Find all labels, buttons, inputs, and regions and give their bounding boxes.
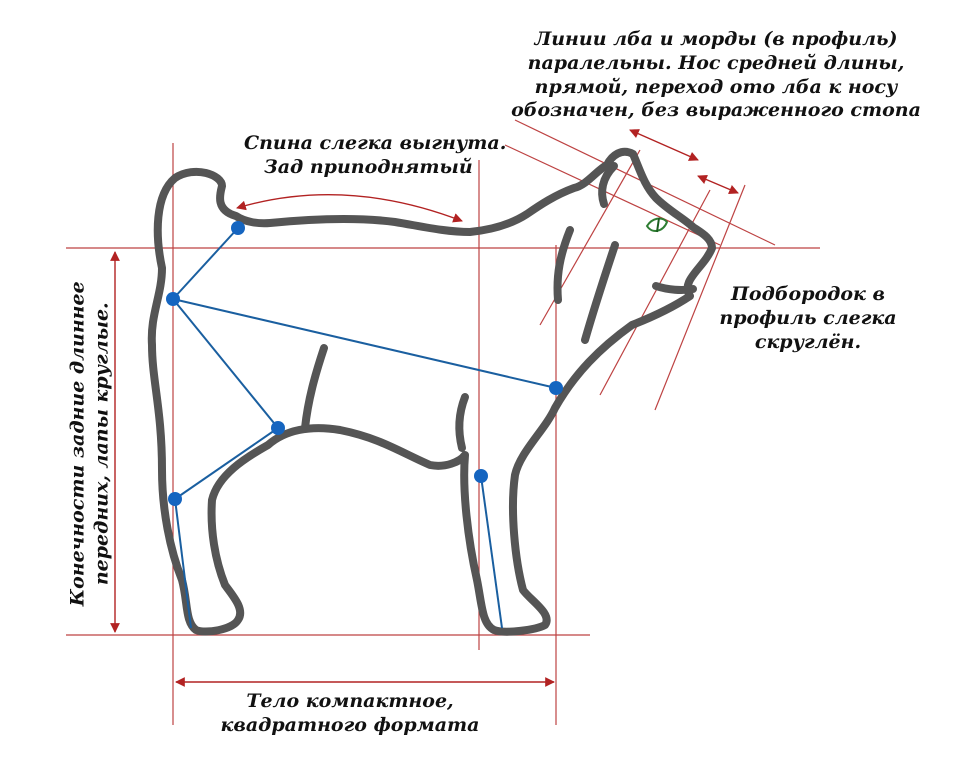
joint-hock [168,492,182,506]
measurement-arrows [110,129,739,687]
limbs-line-2: передних, лапы круглые. [90,302,112,586]
cat-ear-inner [598,162,618,208]
chin-label: Подбородок в профиль слегка скруглён. [708,283,908,354]
body-line-2: квадратного формата [220,713,480,736]
cat-body-outline [147,147,716,636]
cat-eye-pupil [656,217,660,233]
chin-line-2: профиль слегка [719,306,897,329]
head-profile-line-1: Линии лба и морды (в профиль) [534,28,898,50]
cat-eye [645,217,669,233]
bone-hip-to-rump [172,227,239,300]
forehead-length-arrow [629,129,699,161]
cat-eye-shape [645,217,669,232]
back-label: Спина слегка выгнута. Зад приподнятый [244,132,506,180]
cat-foreleg-fold [455,393,469,452]
skeleton-lines [172,227,557,629]
joint-hip [231,221,245,235]
chin-line-3: скруглён. [754,330,862,353]
guide-lines [66,119,820,725]
head-profile-label: Линии лба и морды (в профиль) паралельны… [496,28,936,123]
body-label: Тело компактное, квадратного формата [190,690,510,738]
bone-knee-to-hock [174,427,279,500]
back-line-2: Зад приподнятый [264,155,473,178]
joint-rump [166,292,180,306]
cat-neck-line [581,241,619,344]
cat-outline [147,147,716,636]
joint-knee [271,421,285,435]
bone-rump-to-shoulder [172,298,557,389]
head-profile-line-3: прямой, переход ото лба к носу [534,75,898,98]
joint-shoulder [549,381,563,395]
limbs-line-1: Конечности задние длиннее [66,281,89,607]
diagonal-guide-muzzle-2 [654,184,746,411]
cat-chest-contour [553,226,574,304]
joint-elbow [474,469,488,483]
joint-dots [166,221,563,506]
cat-belly-fold [301,344,328,432]
head-axis-line-parallel [504,144,721,246]
head-profile-line-2: паралельны. Нос средней длины, [527,51,905,74]
cat-mouth-line [652,282,697,294]
bone-hock-to-paw [174,498,192,629]
nose-length-arrow [697,174,739,195]
chin-line-1: Подбородок в [730,283,886,305]
bone-rump-to-knee [172,298,279,429]
head-profile-line-4: обозначен, без выраженного стопа [511,99,921,122]
body-line-1: Тело компактное, [246,690,454,712]
limbs-label: Конечности задние длиннее передних, лапы… [66,264,114,624]
back-curve-arrow [236,194,463,223]
back-line-1: Спина слегка выгнута. [244,132,507,154]
bone-elbow-to-paw [480,475,503,629]
